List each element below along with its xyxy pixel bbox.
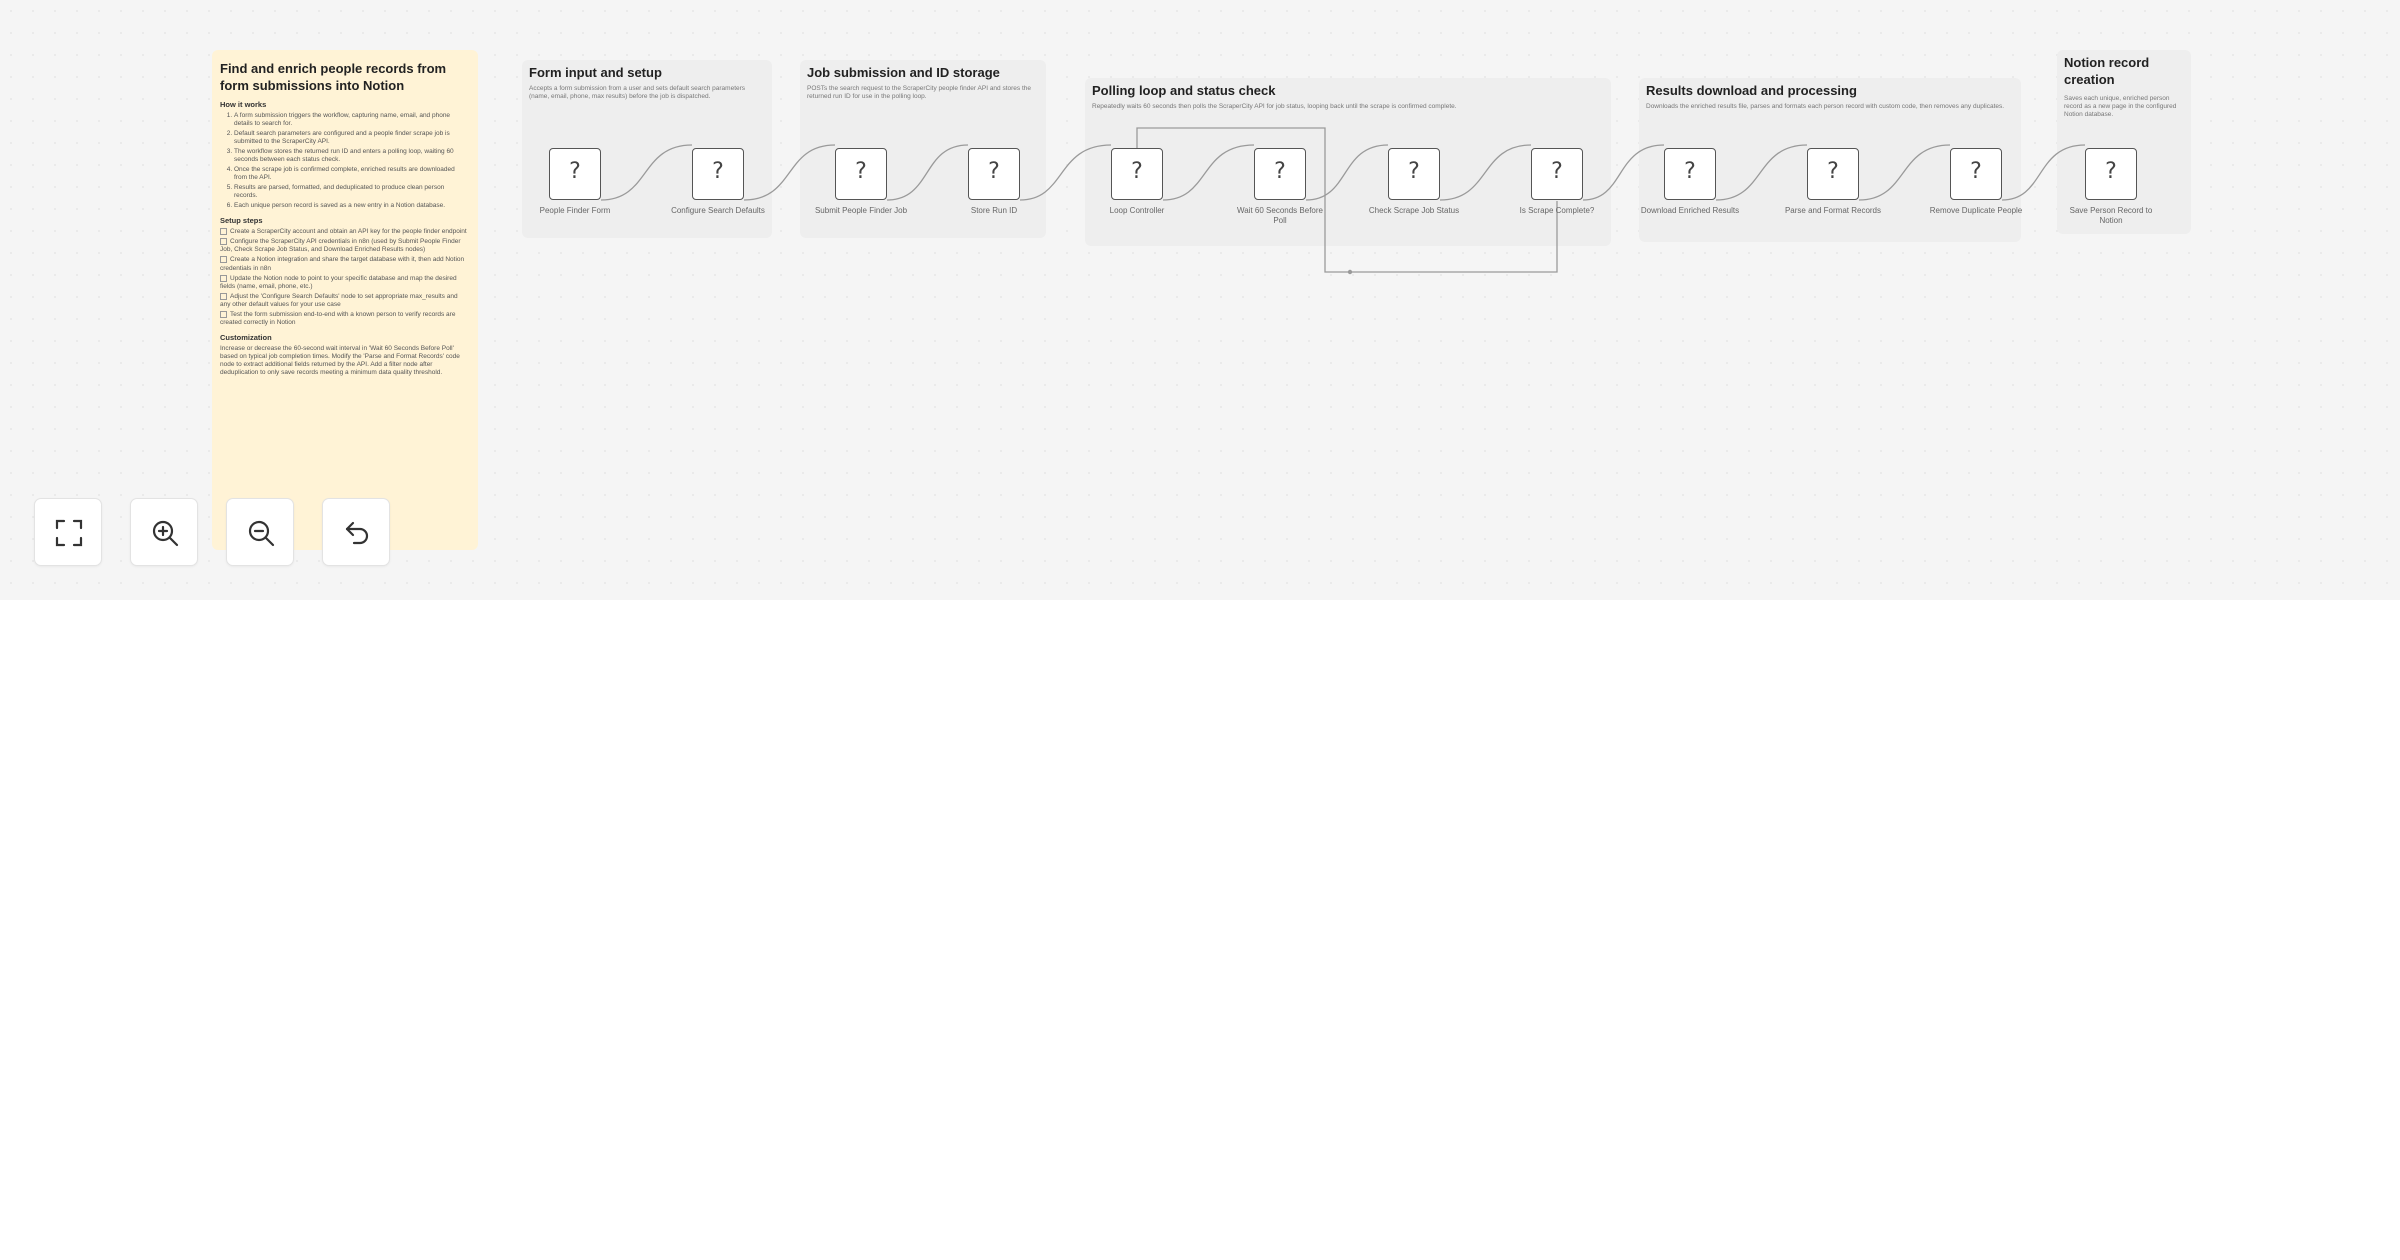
fit-to-view-icon [55, 519, 83, 547]
setup-step: Create a ScraperCity account and obtain … [220, 228, 468, 236]
node-parse-and-format-records[interactable]: ? [1807, 148, 1859, 200]
list-item: Once the scrape job is confirmed complet… [234, 166, 468, 182]
setup-step-text: Configure the ScraperCity API credential… [220, 238, 461, 254]
unknown-node-icon: ? [1827, 159, 1839, 184]
checkbox-icon [220, 228, 227, 235]
node-label: Wait 60 Seconds Before Poll [1237, 206, 1323, 225]
node-store-run-id[interactable]: ? [968, 148, 1020, 200]
unknown-node-icon: ? [855, 159, 867, 184]
section-description: Downloads the enriched results file, par… [1646, 103, 2005, 110]
node-loop-controller[interactable]: ? [1111, 148, 1163, 200]
reset-zoom-icon [345, 521, 369, 545]
connection-handle [1347, 269, 1353, 275]
unknown-node-icon: ? [712, 159, 724, 184]
list-item: A form submission triggers the workflow,… [234, 112, 468, 128]
section-title: Polling loop and status check [1092, 83, 1276, 98]
node-remove-duplicate-people[interactable]: ? [1950, 148, 2002, 200]
node-people-finder-form[interactable]: ? [549, 148, 601, 200]
node-download-enriched-results[interactable]: ? [1664, 148, 1716, 200]
node-label: Configure Search Defaults [671, 206, 765, 215]
node-is-scrape-complete[interactable]: ? [1531, 148, 1583, 200]
node-label: Parse and Format Records [1784, 206, 1882, 215]
node-label: People Finder Form [539, 206, 611, 215]
section-description: Repeatedly waits 60 seconds then polls t… [1092, 103, 1457, 110]
how-it-works-heading: How it works [220, 100, 267, 109]
unknown-node-icon: ? [1970, 159, 1982, 184]
setup-step-text: Adjust the 'Configure Search Defaults' n… [220, 293, 458, 309]
node-label: Check Scrape Job Status [1368, 206, 1460, 215]
list-item: The workflow stores the returned run ID … [234, 148, 468, 164]
main-sticky-note[interactable]: Find and enrich people records from form… [212, 50, 478, 550]
setup-step: Create a Notion integration and share th… [220, 256, 468, 272]
section-description: POSTs the search request to the ScraperC… [807, 85, 1032, 100]
section-description: Saves each unique, enriched person recor… [2064, 95, 2177, 118]
section-title: Results download and processing [1646, 83, 1857, 98]
node-label: Is Scrape Complete? [1519, 206, 1595, 215]
unknown-node-icon: ? [1551, 159, 1563, 184]
main-note-title: Find and enrich people records from form… [220, 61, 447, 93]
node-label: Remove Duplicate People [1929, 206, 2023, 215]
unknown-node-icon: ? [1131, 159, 1143, 184]
setup-step-text: Test the form submission end-to-end with… [220, 311, 456, 327]
list-item: Each unique person record is saved as a … [234, 202, 468, 210]
node-label: Store Run ID [970, 206, 1018, 215]
node-label: Save Person Record to Notion [2069, 206, 2153, 225]
section-title: Job submission and ID storage [807, 65, 1000, 80]
list-item: Results are parsed, formatted, and dedup… [234, 184, 468, 200]
node-save-person-record-to-notion[interactable]: ? [2085, 148, 2137, 200]
checkbox-icon [220, 238, 227, 246]
setup-steps-list: Create a ScraperCity account and obtain … [216, 228, 474, 327]
unknown-node-icon: ? [1274, 159, 1286, 184]
unknown-node-icon: ? [569, 159, 581, 184]
unknown-node-icon: ? [1684, 159, 1696, 184]
section-note-notion[interactable]: Notion record creation Saves each unique… [2057, 50, 2191, 234]
setup-step-text: Create a ScraperCity account and obtain … [230, 228, 467, 236]
customization-heading: Customization [220, 333, 272, 343]
setup-step: Adjust the 'Configure Search Defaults' n… [220, 292, 468, 309]
reset-zoom-button[interactable] [322, 498, 390, 566]
fit-to-view-button[interactable] [34, 498, 102, 566]
customization-text: Increase or decrease the 60-second wait … [220, 345, 460, 377]
node-label: Download Enriched Results [1640, 206, 1740, 215]
setup-steps-heading: Setup steps [220, 216, 263, 225]
checkbox-icon [220, 274, 227, 282]
checkbox-icon [220, 292, 227, 300]
node-configure-search-defaults[interactable]: ? [692, 148, 744, 200]
setup-step-text: Update the Notion node to point to your … [220, 274, 457, 290]
how-it-works-list: A form submission triggers the workflow,… [216, 112, 474, 210]
workflow-canvas[interactable]: Find and enrich people records from form… [0, 0, 2400, 600]
checkbox-icon [220, 256, 227, 264]
checkbox-icon [220, 311, 227, 319]
setup-step: Test the form submission end-to-end with… [220, 311, 468, 327]
node-submit-people-finder-job[interactable]: ? [835, 148, 887, 200]
node-wait-60-seconds[interactable]: ? [1254, 148, 1306, 200]
node-check-scrape-job-status[interactable]: ? [1388, 148, 1440, 200]
zoom-out-button[interactable] [226, 498, 294, 566]
unknown-node-icon: ? [2105, 159, 2117, 184]
unknown-node-icon: ? [988, 159, 1000, 184]
section-title: Notion record creation [2064, 55, 2150, 87]
setup-step: Configure the ScraperCity API credential… [220, 238, 468, 254]
section-title: Form input and setup [529, 65, 662, 80]
list-item: Default search parameters are configured… [234, 130, 468, 146]
node-label: Loop Controller [1109, 206, 1165, 215]
setup-step-text: Create a Notion integration and share th… [220, 256, 465, 272]
section-description: Accepts a form submission from a user an… [529, 85, 746, 100]
setup-step: Update the Notion node to point to your … [220, 274, 468, 291]
unknown-node-icon: ? [1408, 159, 1420, 184]
zoom-in-icon [152, 520, 179, 547]
zoom-out-icon [248, 520, 275, 547]
zoom-in-button[interactable] [130, 498, 198, 566]
node-label: Submit People Finder Job [814, 206, 908, 215]
